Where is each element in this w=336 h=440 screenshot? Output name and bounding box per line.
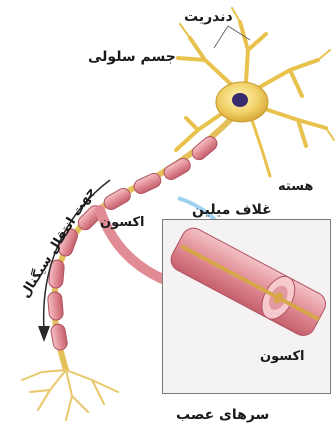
axon-label: اکسون	[100, 216, 145, 229]
myelin-inset-illustration	[163, 220, 332, 395]
axon-inset-label: اکسون	[260, 350, 305, 363]
nerve-terminal-branches	[22, 370, 118, 420]
nucleus-label: هسته	[278, 180, 313, 193]
nerve-terminals-label: سرهای عصب	[176, 408, 269, 422]
dendrite-label: دندریت	[184, 10, 233, 24]
cell-body-label: جسم سلولی	[88, 50, 176, 64]
myelin-inset	[162, 219, 331, 394]
myelin-sheath-label: غلاف میلین	[192, 203, 272, 217]
nucleus	[232, 93, 248, 107]
